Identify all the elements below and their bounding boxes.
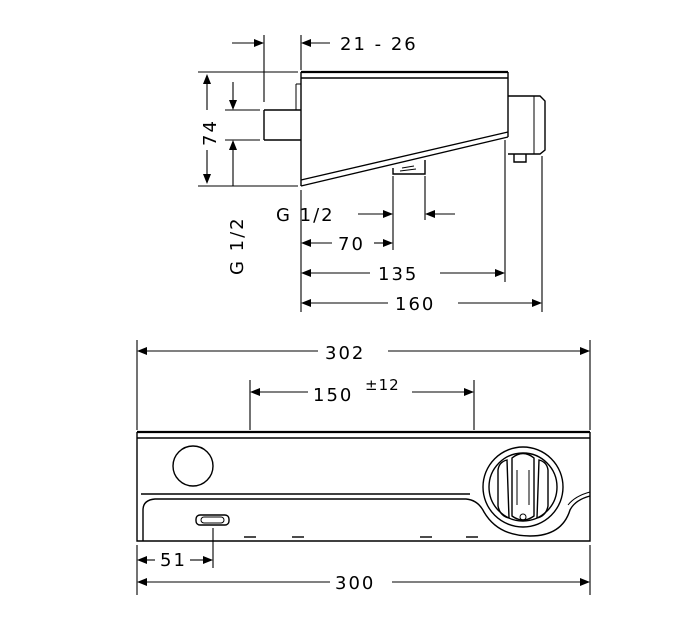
dim-body-width-label: 300 (335, 573, 375, 594)
dim-160: 160 (301, 156, 543, 315)
thermostat-handle[interactable] (482, 446, 564, 528)
dim-height-label: 74 (200, 119, 221, 146)
side-view: 21 - 26 74 G 1/2 (198, 34, 546, 315)
dim-offset: 21 - 26 (232, 34, 418, 102)
dim-thread-vertical-label: G 1/2 (227, 216, 248, 275)
dim-tolerance-label: ±12 (365, 376, 400, 394)
dim-70: 70 (300, 190, 393, 312)
side-view-body (263, 70, 546, 187)
dim-body-width: 300 (137, 545, 591, 595)
dim-total-width: 302 (136, 340, 591, 430)
front-view: 302 150 ±12 (136, 340, 591, 595)
dim-70-label: 70 (338, 234, 365, 255)
dim-total-width-label: 302 (325, 343, 365, 364)
outlet-fitting (195, 514, 230, 526)
shower-button[interactable] (172, 445, 214, 487)
dim-offset-label: 21 - 26 (340, 34, 418, 55)
dim-160-label: 160 (395, 294, 435, 315)
front-view-body (136, 430, 591, 542)
dim-height: 74 (198, 71, 298, 187)
dim-135-label: 135 (378, 264, 418, 285)
dim-thread-horizontal: G 1/2 (276, 176, 455, 250)
dim-left-offset-label: 51 (160, 550, 187, 571)
dim-center-distance-label: 150 (313, 385, 353, 406)
dim-thread-vertical: G 1/2 (225, 82, 260, 275)
dim-thread-horizontal-label: G 1/2 (276, 205, 335, 226)
dim-left-offset: 51 (136, 528, 214, 595)
dim-135: 135 (301, 140, 506, 285)
dim-center-distance: 150 ±12 (249, 376, 475, 430)
